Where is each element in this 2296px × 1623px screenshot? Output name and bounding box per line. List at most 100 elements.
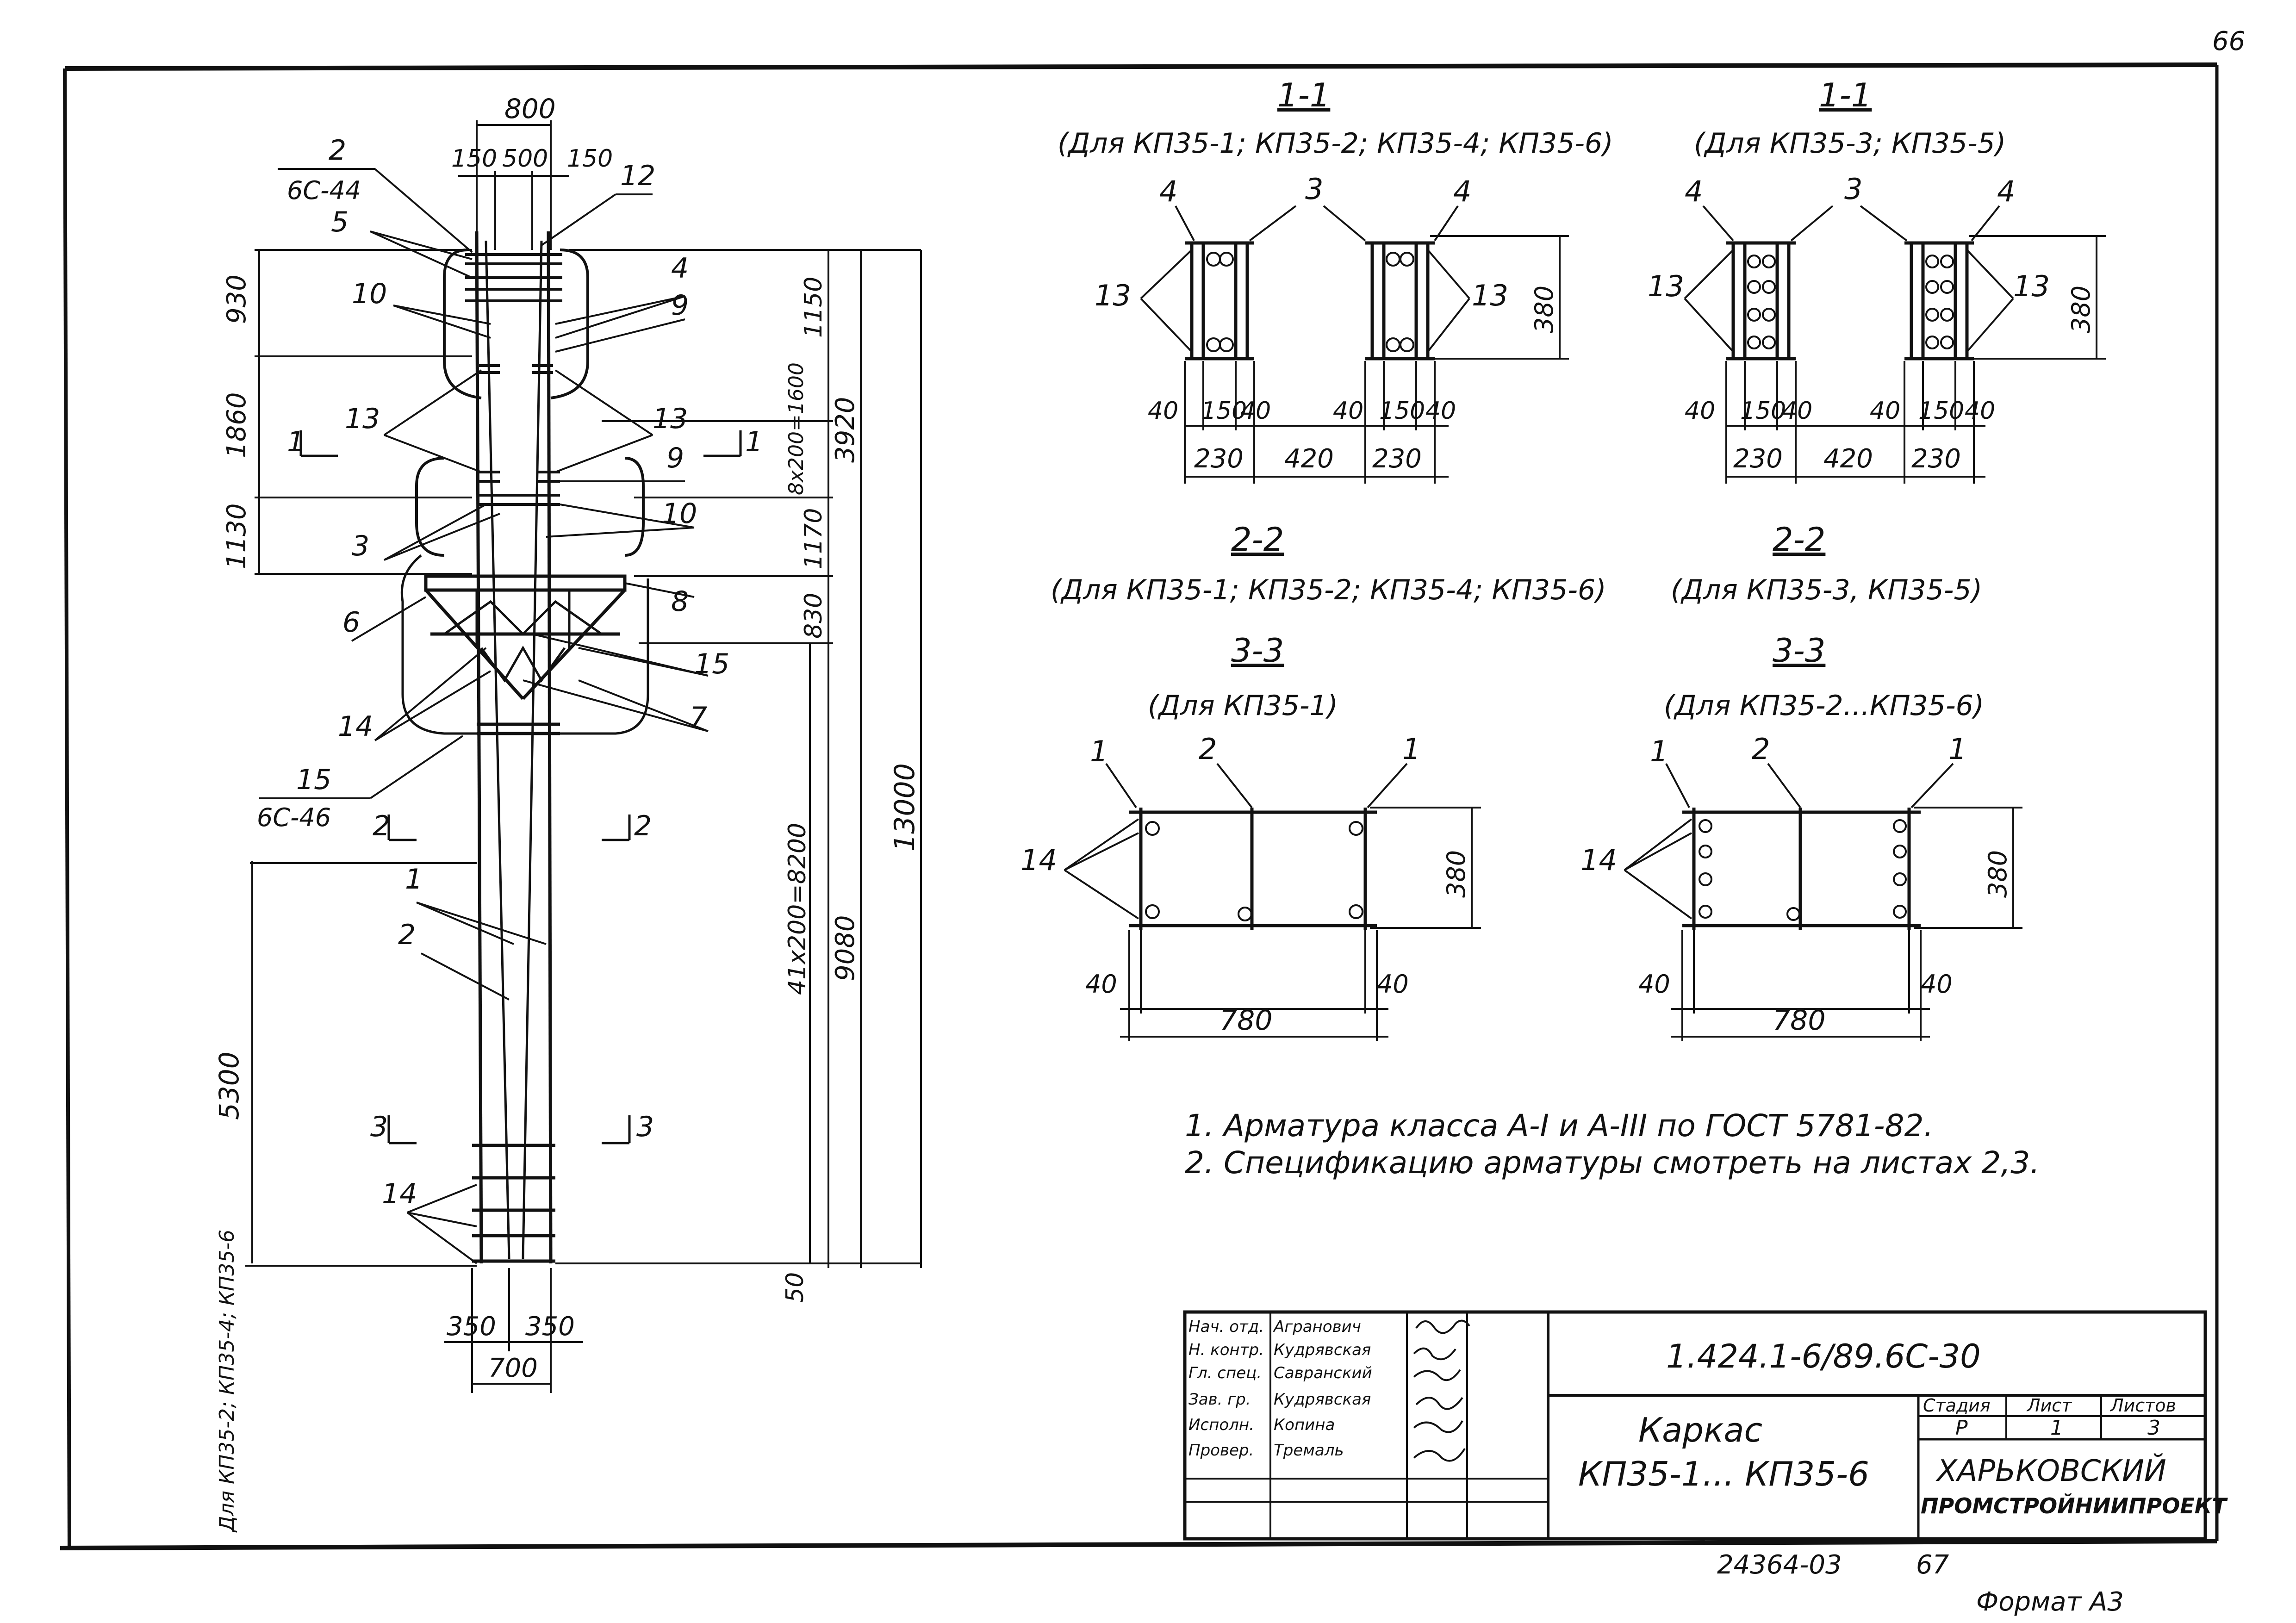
callout-15b: 15 [296, 764, 331, 796]
dim-h-13000: 13000 [889, 763, 921, 852]
s11b-callout-left-4: 4 [1685, 174, 1703, 208]
s11b-title: 1-1 [1819, 76, 1872, 114]
section-mark-3-left: 3 [370, 1111, 388, 1143]
s22b-title: 2-2 [1773, 521, 1825, 559]
tb-stage-label: Стадия [1923, 1395, 1991, 1416]
section-3-3-b: 3-3 (Для КП35-2...КП35-6) [1580, 632, 2022, 1041]
s11a-d420: 420 [1284, 444, 1334, 474]
s33a-title: 3-3 [1231, 632, 1284, 670]
section-1-1-a: 1-1 (Для КП35-1; КП35-2; КП35-4; КП35-6) [1058, 76, 1613, 484]
bottom-stirrups [472, 1144, 555, 1263]
s11a-d40b: 40 [1240, 397, 1271, 425]
tb-role-6: Провер. [1188, 1441, 1254, 1460]
s11b-subtitle: (Для КП35-3; КП35-5) [1694, 127, 2006, 160]
s11a-callout-left-4: 4 [1159, 174, 1177, 208]
callout-10a: 10 [352, 278, 387, 310]
section-mark-3-right: 3 [636, 1111, 654, 1143]
dim-h-1150: 1150 [800, 277, 828, 338]
dim-bottom-total: 700 [488, 1353, 538, 1383]
dim-h-830: 830 [800, 593, 828, 639]
dim-bottom-left: 350 [447, 1312, 496, 1342]
s33a-callout-1b: 1 [1402, 732, 1420, 766]
s33b-d40b: 40 [1921, 970, 1953, 999]
callout-2: 2 [329, 134, 346, 167]
s33a-callout-1a: 1 [1090, 734, 1108, 768]
archive-number: 24364-03 [1717, 1550, 1842, 1580]
tb-title-line-2: КП35-1... КП35-6 [1578, 1455, 1869, 1493]
s11a-d150b: 150 [1379, 397, 1425, 425]
signatures [1413, 1319, 1470, 1462]
side-note-variants: Для КП35-2; КП35-4; КП35-6 [215, 1230, 239, 1533]
s33a-callout-2: 2 [1199, 732, 1217, 766]
s11a-callout-13-left: 13 [1095, 279, 1131, 312]
dim-h-5300: 5300 [213, 1051, 245, 1120]
tb-name-4: Кудрявская [1274, 1390, 1371, 1409]
s11b-d40a: 40 [1685, 397, 1715, 425]
s11b-d40b: 40 [1782, 397, 1812, 425]
callout-12: 12 [620, 160, 655, 192]
s33b-callout-2: 2 [1752, 732, 1770, 766]
s11a-title: 1-1 [1277, 76, 1330, 114]
s11a-subtitle: (Для КП35-1; КП35-2; КП35-4; КП35-6) [1058, 127, 1613, 160]
dim-h-3920: 3920 [830, 397, 860, 463]
section-1-1-b: 1-1 (Для КП35-3; КП35-5) [1648, 76, 2106, 484]
dim-h-8200: 41x200=8200 [784, 823, 811, 995]
callout-13a: 13 [345, 403, 380, 435]
s33b-callout-14: 14 [1580, 843, 1617, 877]
tb-org-line-1: ХАРЬКОВСКИЙ [1935, 1453, 2166, 1488]
s11b-callout-right-4: 4 [1997, 174, 2015, 208]
tb-stage: Р [1955, 1416, 1968, 1440]
s11b-d150b: 150 [1918, 397, 1964, 425]
s11a-d40a: 40 [1148, 397, 1178, 425]
s22a-subtitle: (Для КП35-1; КП35-2; КП35-4; КП35-6) [1051, 574, 1606, 606]
middle-zone [415, 457, 645, 557]
s11a-d40c: 40 [1333, 397, 1363, 425]
dim-h-1130: 1130 [222, 503, 252, 569]
archive-page: 67 [1916, 1550, 1949, 1580]
s33a-d40a: 40 [1085, 970, 1117, 999]
s33b-callout-1b: 1 [1948, 732, 1966, 766]
callout-15b-mark: 6С-46 [257, 803, 331, 832]
callout-15a: 15 [694, 648, 729, 680]
section-mark-1-left: 1 [287, 426, 305, 458]
callout-14b: 14 [382, 1178, 417, 1210]
tb-sheets: 3 [2147, 1416, 2160, 1440]
callout-2-mark: 6С-44 [287, 176, 361, 205]
callout-leaders [259, 168, 709, 1264]
dim-bottom-right: 350 [525, 1312, 575, 1342]
format-label: Формат А3 [1976, 1587, 2124, 1617]
s11b-height: 380 [2066, 286, 2096, 333]
dim-total-width: 800 [504, 93, 556, 124]
s11b-d420: 420 [1823, 444, 1873, 474]
callout-8: 8 [671, 585, 689, 618]
s11b-d230b: 230 [1911, 444, 1961, 474]
tb-title-line-1: Каркас [1638, 1411, 1762, 1449]
tb-role-1: Нач. отд. [1188, 1318, 1264, 1336]
tb-role-3: Гл. спец. [1188, 1364, 1262, 1382]
tb-sheet: 1 [2050, 1416, 2063, 1440]
callout-6: 6 [342, 606, 360, 639]
column-bars [475, 231, 553, 1264]
dim-offset-left: 150 [451, 145, 497, 173]
s11a-d150a: 150 [1201, 397, 1247, 425]
section-mark-2-left: 2 [373, 810, 390, 842]
tb-role-2: Н. контр. [1188, 1341, 1264, 1359]
top-dims [458, 120, 569, 250]
s33b-height: 380 [1983, 850, 2012, 898]
corner-sheet-number: 66 [2212, 26, 2245, 56]
callout-1: 1 [405, 863, 423, 895]
section-mark-1-right: 1 [745, 426, 763, 458]
dim-middle: 500 [502, 145, 548, 173]
s33b-title: 3-3 [1773, 632, 1825, 670]
tb-name-5: Копина [1274, 1416, 1335, 1434]
tb-role-5: Исполн. [1188, 1416, 1254, 1434]
dim-h-1170: 1170 [800, 508, 828, 569]
section-3-3-a: 3-3 (Для КП35-1) 1 [1020, 632, 1481, 1041]
tb-sheets-label: Листов [2109, 1395, 2176, 1416]
s33a-d40b: 40 [1377, 970, 1409, 999]
s11b-d230a: 230 [1733, 444, 1783, 474]
note-line-1: 1. Арматура класса А-I и А-III по ГОСТ 5… [1185, 1108, 1934, 1144]
dim-h-50: 50 [781, 1272, 809, 1303]
right-dims [555, 249, 922, 1268]
main-elevation: 800 150 500 150 930 1860 1130 5300 [213, 93, 922, 1533]
